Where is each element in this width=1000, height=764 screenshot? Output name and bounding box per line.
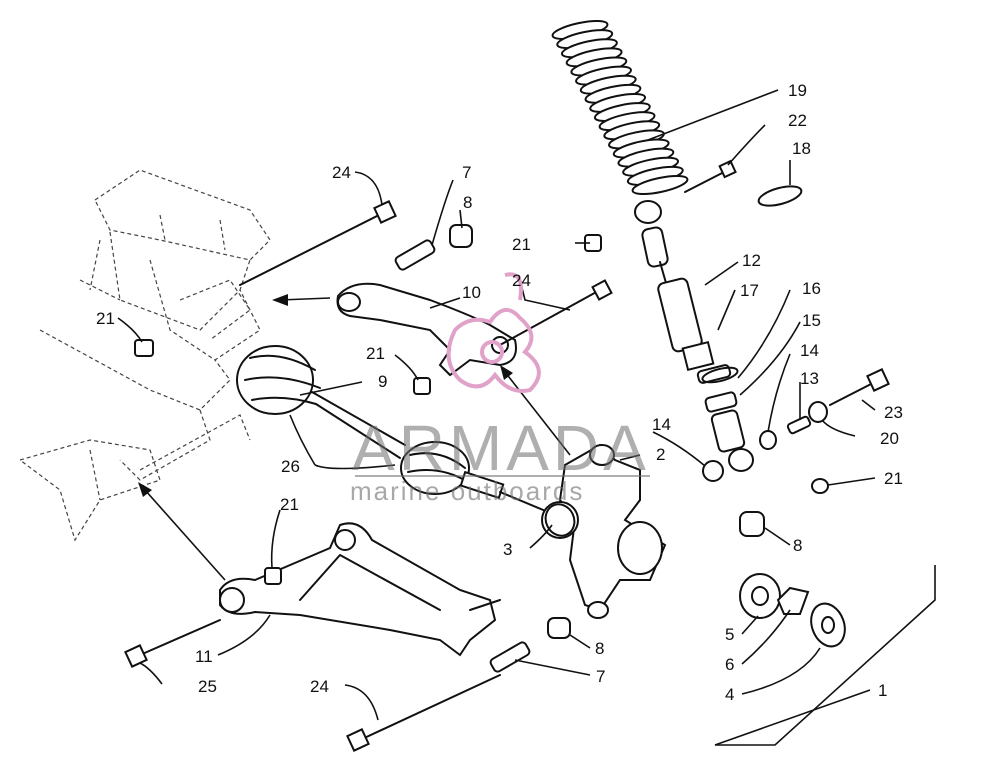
lower-control-arm [219, 522, 501, 657]
callout-13: 13 [800, 369, 819, 388]
callout-2: 2 [656, 445, 665, 464]
callout-21-left: 21 [96, 309, 115, 328]
watermark: ARMADA marine outboards [350, 272, 650, 506]
callout-5: 5 [725, 625, 734, 644]
hub-parts [544, 503, 846, 648]
callout-15: 15 [802, 311, 821, 330]
coil-spring [551, 20, 689, 195]
callout-14-right: 14 [800, 341, 819, 360]
callout-21-lower: 21 [280, 495, 299, 514]
callout-8-right: 8 [793, 536, 802, 555]
callout-9: 9 [378, 372, 387, 391]
callout-17: 17 [740, 281, 759, 300]
callout-26: 26 [281, 457, 300, 476]
callout-10: 10 [462, 283, 481, 302]
callout-4: 4 [725, 685, 734, 704]
callout-19: 19 [788, 81, 807, 100]
callout-3: 3 [503, 540, 512, 559]
callout-1: 1 [878, 681, 887, 700]
callout-24-mid: 24 [512, 271, 531, 290]
callout-21-right: 21 [884, 469, 903, 488]
callout-25: 25 [198, 677, 217, 696]
callout-20: 20 [880, 429, 899, 448]
callout-21-top: 21 [512, 235, 531, 254]
callout-6: 6 [725, 655, 734, 674]
callout-7-top: 7 [462, 163, 471, 182]
callout-labels: 24 7 8 21 10 24 21 9 26 14 2 3 21 11 25 … [96, 81, 903, 704]
callout-8-top: 8 [463, 193, 472, 212]
watermark-brand: ARMADA [352, 412, 650, 484]
callout-14-left: 14 [652, 415, 671, 434]
callout-12: 12 [742, 251, 761, 270]
vehicle-frame [18, 169, 271, 542]
shock-absorber [634, 200, 754, 472]
callout-24-top: 24 [332, 163, 351, 182]
callout-24-bottom: 24 [310, 677, 329, 696]
watermark-subtitle: marine outboards [350, 476, 584, 506]
callout-23: 23 [884, 403, 903, 422]
fasteners [124, 159, 890, 752]
callout-7-bottom: 7 [596, 667, 605, 686]
callout-8-bottom: 8 [595, 639, 604, 658]
callout-22: 22 [788, 111, 807, 130]
armada-logo [446, 272, 541, 393]
assembly-arrows [138, 294, 571, 581]
callout-18: 18 [792, 139, 811, 158]
callout-21-mid: 21 [366, 344, 385, 363]
cv-axle [236, 345, 549, 513]
callout-11: 11 [195, 647, 213, 666]
callout-16: 16 [802, 279, 821, 298]
spring-coil [631, 175, 689, 195]
